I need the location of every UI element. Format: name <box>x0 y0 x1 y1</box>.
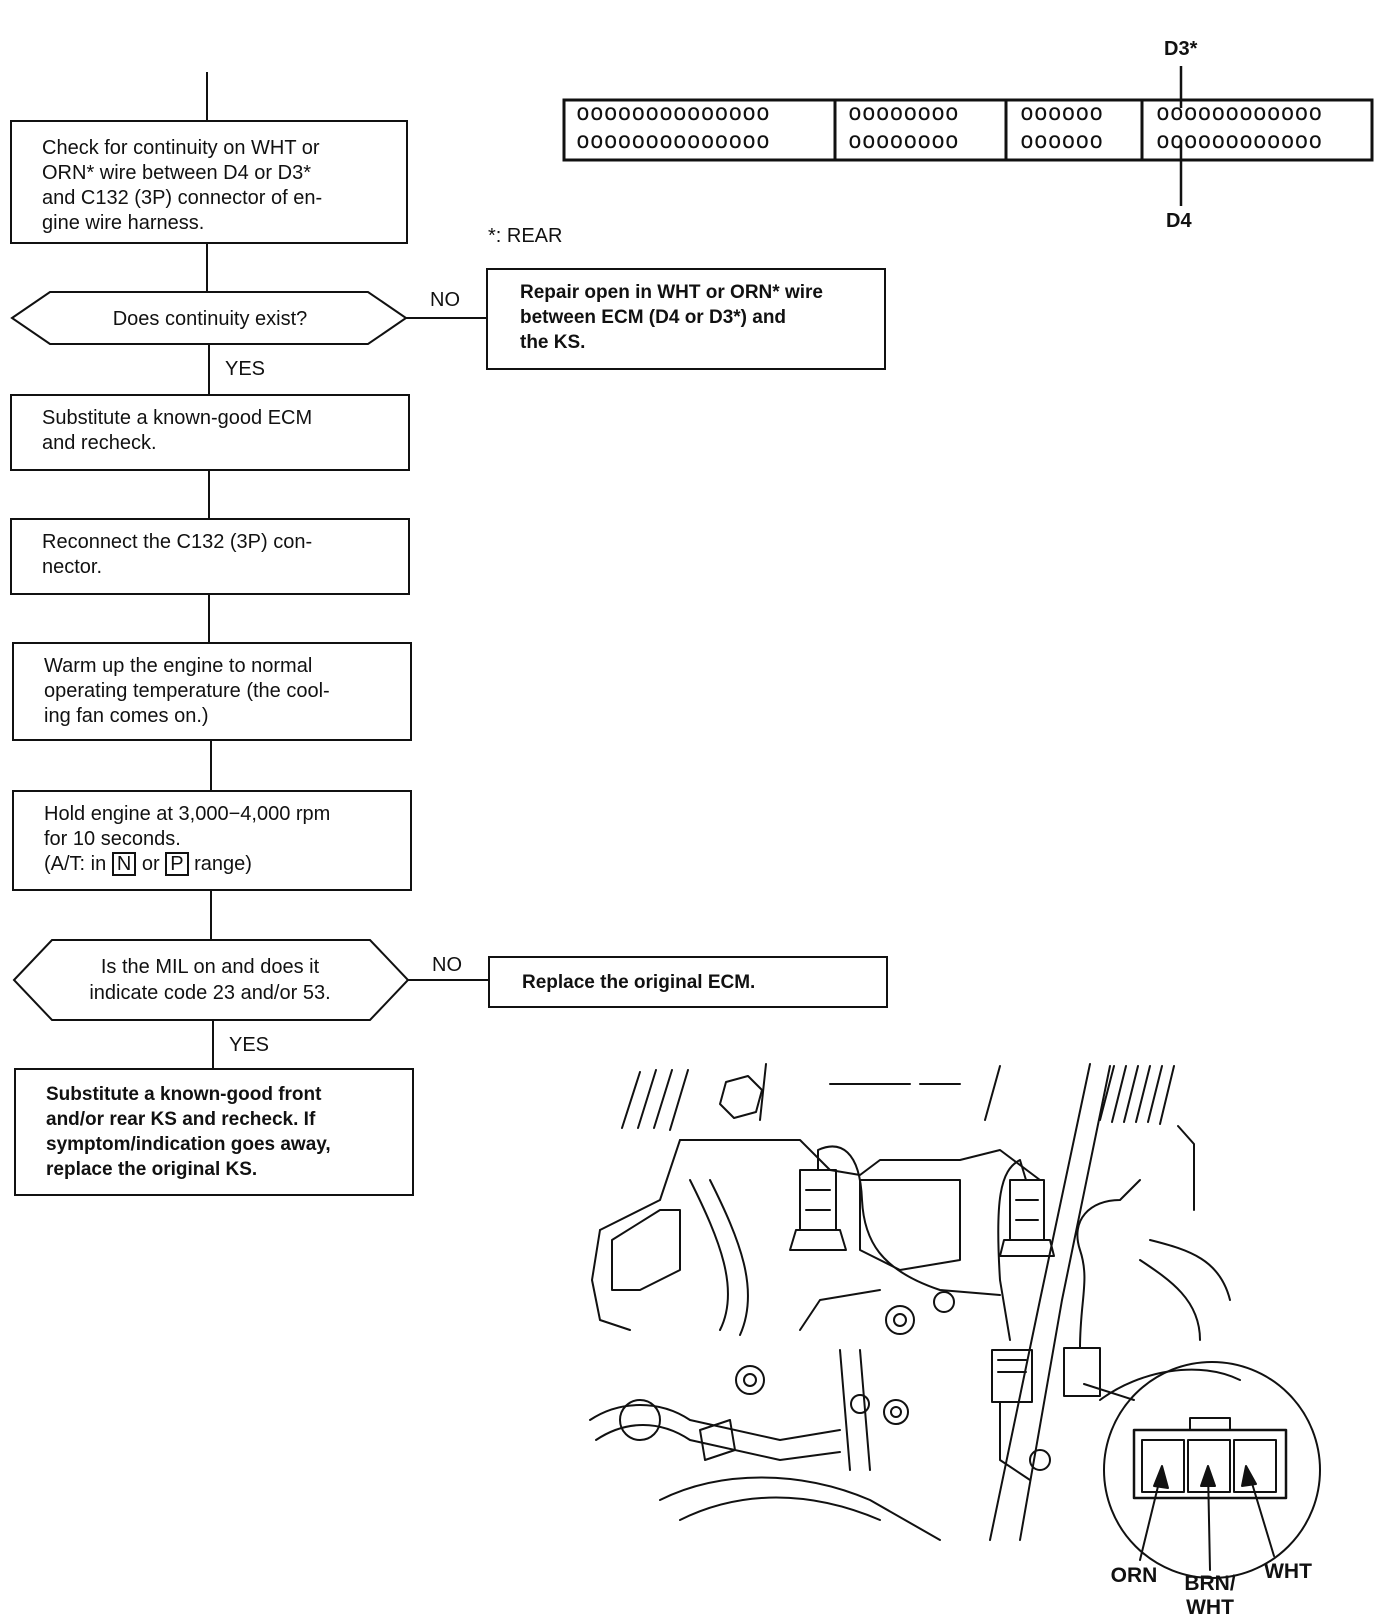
decision2-yes-label: YES <box>229 1034 270 1056</box>
decision2-text: Is the MIL on and does it indicate code … <box>60 954 360 1006</box>
step1-line2: ORN* wire between D4 or D3* <box>42 162 311 184</box>
terminal-orn <box>1141 1439 1185 1493</box>
bolt-3 <box>735 1365 765 1395</box>
step4-line1: Warm up the engine to normal <box>44 655 313 677</box>
bolt-6 <box>1029 1449 1051 1471</box>
step-warm-up-engine: Warm up the engine to normal operating t… <box>12 642 412 741</box>
step6-line2: and/or rear KS and recheck. If <box>46 1109 316 1130</box>
bolt-4 <box>883 1399 909 1425</box>
range-n-box: N <box>111 852 137 876</box>
step-reconnect-connector: Reconnect the C132 (3P) con- nector. <box>10 518 410 595</box>
group3-row2: oooooo <box>1020 128 1104 154</box>
repair-line2: between ECM (D4 or D3*) and <box>520 307 787 328</box>
step5-or: or <box>141 853 160 875</box>
step5-line1: Hold engine at 3,000−4,000 rpm <box>44 803 331 825</box>
wire-label-orn: ORN <box>1110 1564 1158 1587</box>
step5-range-suffix: range) <box>194 853 252 875</box>
step6-line1: Substitute a known-good front <box>46 1084 322 1105</box>
step5-line2: for 10 seconds. <box>44 828 181 850</box>
step4-line2: operating temperature (the cool- <box>44 680 330 702</box>
wire-label-wht: WHT <box>1264 1560 1312 1583</box>
step5-line3: (A/T: in N or P range) <box>44 852 394 877</box>
action-repair-open-wire: Repair open in WHT or ORN* wire between … <box>486 268 886 370</box>
step2-line1: Substitute a known-good ECM <box>42 407 313 429</box>
top-bolt <box>719 1075 763 1119</box>
harness-connector <box>1063 1347 1101 1397</box>
c132-connector <box>991 1349 1033 1403</box>
step2-line2: and recheck. <box>42 432 157 454</box>
step1-line4: gine wire harness. <box>42 212 205 234</box>
range-p-box: P <box>165 852 189 876</box>
terminal-label-d4: D4 <box>1166 210 1192 232</box>
step3-line2: nector. <box>42 556 103 578</box>
decision1-no-label: NO <box>430 289 460 311</box>
group1-row1: oooooooooooooo <box>576 100 770 126</box>
step6-line4: replace the original KS. <box>46 1159 258 1180</box>
bolt-2 <box>933 1291 955 1313</box>
bolt-5 <box>850 1394 870 1414</box>
group4-row1: oooooooooooo <box>1156 100 1323 126</box>
group4-row2: oooooooooooo <box>1156 128 1323 154</box>
step1-line1: Check for continuity on WHT or <box>42 137 320 159</box>
front-knock-sensor <box>799 1169 837 1231</box>
group2-row2: oooooooo <box>848 128 959 154</box>
bolt-1 <box>885 1305 915 1335</box>
step6-line3: symptom/indication goes away, <box>46 1134 331 1155</box>
terminal-label-d3: D3* <box>1164 38 1198 60</box>
repair-line1: Repair open in WHT or ORN* wire <box>520 282 823 303</box>
action-replace-ecm: Replace the original ECM. <box>488 956 888 1008</box>
repair-line3: the KS. <box>520 332 586 353</box>
connector-detail-circle <box>1103 1361 1321 1579</box>
group1-row2: oooooooooooooo <box>576 128 770 154</box>
replace-ecm-text: Replace the original ECM. <box>522 972 756 993</box>
wire-label-wht-sub: WHT <box>1186 1596 1234 1619</box>
step-check-continuity: Check for continuity on WHT or ORN* wire… <box>10 120 408 244</box>
step4-line3: ing fan comes on.) <box>44 705 209 727</box>
step3-line1: Reconnect the C132 (3P) con- <box>42 531 313 553</box>
rear-knock-sensor <box>1009 1179 1045 1241</box>
step1-line3: and C132 (3P) connector of en- <box>42 187 323 209</box>
connector-body <box>562 98 1374 162</box>
step5-at-prefix: (A/T: in <box>44 853 107 875</box>
decision2-line1: Is the MIL on and does it <box>100 956 320 978</box>
wire-label-brn: BRN/ <box>1184 1572 1236 1595</box>
decision2-no-label: NO <box>432 954 462 976</box>
decision2-line2: indicate code 23 and/or 53. <box>89 982 331 1004</box>
step-substitute-ecm: Substitute a known-good ECM and recheck. <box>10 394 410 471</box>
step-substitute-ks: Substitute a known-good front and/or rea… <box>14 1068 414 1196</box>
step-hold-engine-rpm: Hold engine at 3,000−4,000 rpm for 10 se… <box>12 790 412 891</box>
footnote-rear: *: REAR <box>488 225 563 247</box>
decision1-yes-label: YES <box>225 358 266 380</box>
group2-row1: oooooooo <box>848 100 959 126</box>
group3-row1: oooooo <box>1020 100 1104 126</box>
wire-label-brn-wht: BRN/ WHT <box>1178 1572 1242 1620</box>
decision1-text: Does continuity exist? <box>112 308 308 330</box>
